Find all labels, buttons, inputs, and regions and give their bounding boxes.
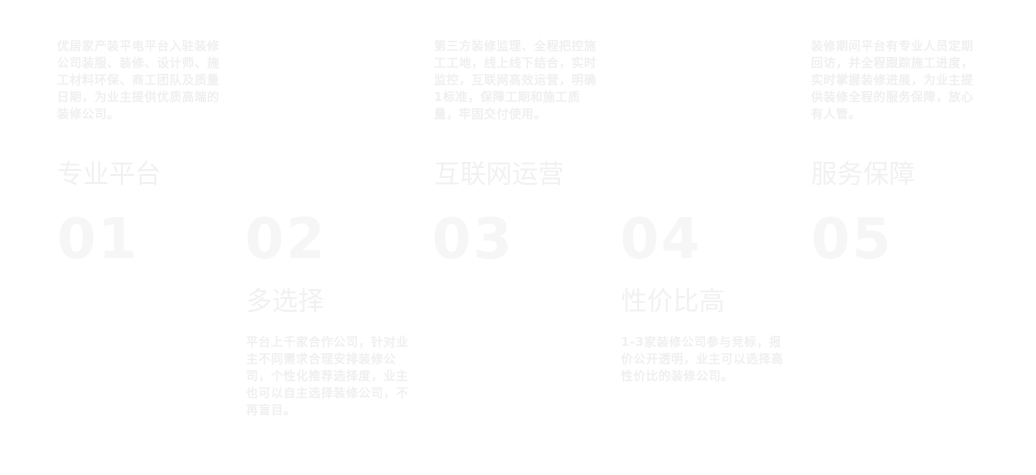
feature-description: 第三方装修监理、全程把控施工工地，线上线下结合，实时监控，互联网高效运营，明确1… — [434, 39, 597, 121]
feature-title: 专业平台 — [57, 160, 162, 190]
feature-title: 性价比高 — [621, 287, 726, 317]
feature-number: 04 — [620, 207, 702, 272]
feature-title: 服务保障 — [811, 160, 916, 190]
feature-internet-operation: 第三方装修监理、全程把控施工工地，线上线下结合，实时监控，互联网高效运营，明确1… — [434, 38, 604, 190]
feature-description: 平台上千家合作公司，针对业主不同需求合理安排装修公司，个性化推荐选择度，业主也可… — [246, 335, 409, 417]
feature-description: 优居家产装平电平台入驻装修公司装服、装修、设计师、施工材料环保、商工团队及质量日… — [57, 39, 220, 121]
feature-title: 多选择 — [246, 287, 325, 317]
feature-title: 互联网运营 — [434, 160, 565, 190]
feature-number: 01 — [57, 207, 139, 272]
feature-service-guarantee: 装修期间平台有专业人员定期回访，并全程跟踪施工进度，实时掌握装修进展，为业主提供… — [811, 38, 981, 190]
feature-number: 02 — [245, 207, 327, 272]
feature-description: 装修期间平台有专业人员定期回访，并全程跟踪施工进度，实时掌握装修进展，为业主提供… — [811, 39, 974, 121]
feature-professional-platform: 优居家产装平电平台入驻装修公司装服、装修、设计师、施工材料环保、商工团队及质量日… — [57, 38, 227, 190]
feature-description: 1-3家装修公司参与竞标，报价公开透明，业主可以选择高性价比的装修公司。 — [621, 335, 784, 383]
feature-more-choices: 多选择 平台上千家合作公司，针对业主不同需求合理安排装修公司，个性化推荐选择度，… — [246, 286, 416, 419]
feature-high-value: 性价比高 1-3家装修公司参与竞标，报价公开透明，业主可以选择高性价比的装修公司… — [621, 286, 791, 385]
feature-number: 03 — [432, 207, 514, 272]
feature-number: 05 — [811, 207, 893, 272]
